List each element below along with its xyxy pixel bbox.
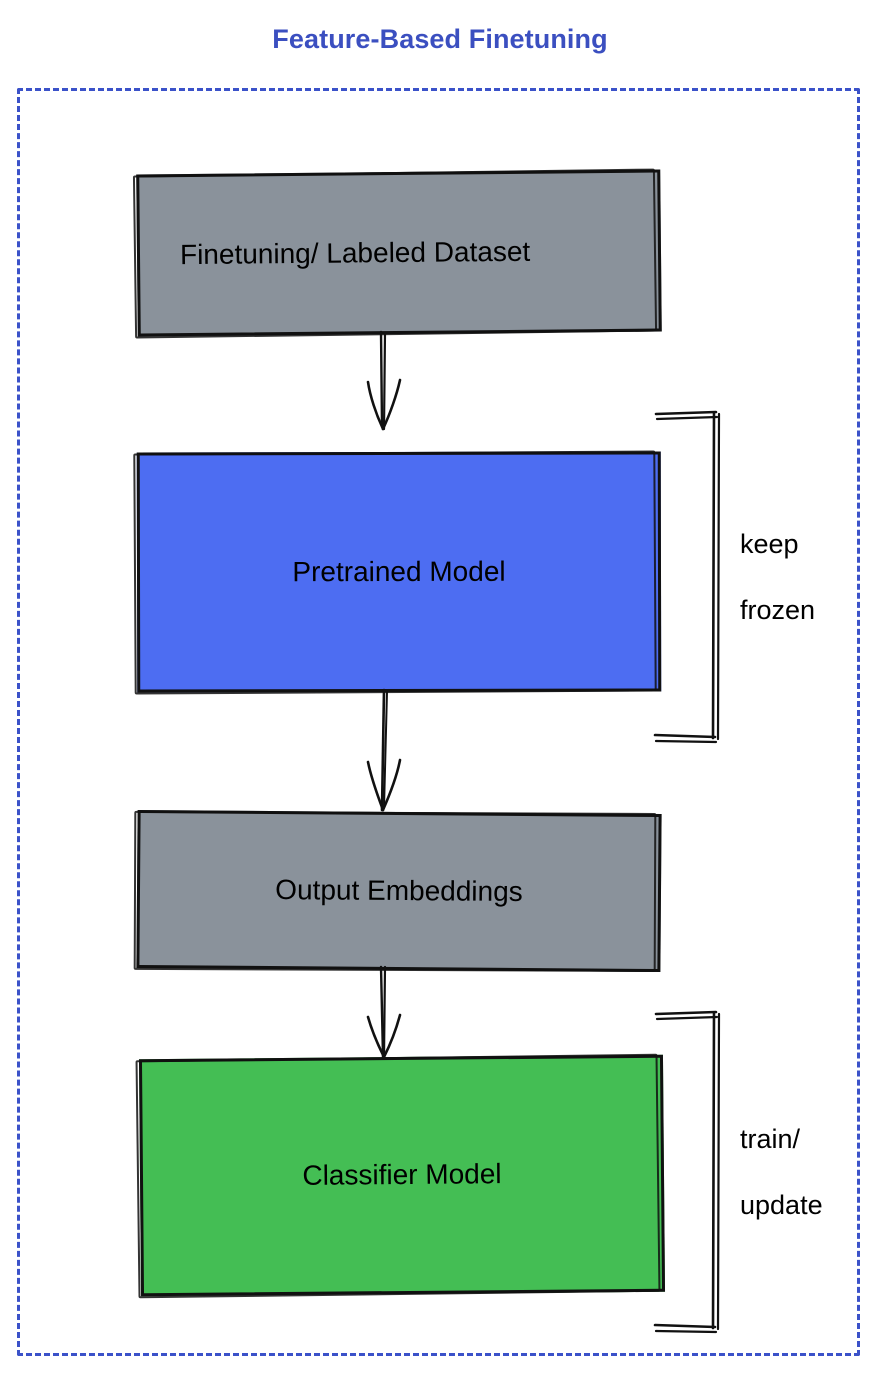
node-label-pretrained: Pretrained Model — [292, 555, 506, 587]
annotation-keep-frozen-line2: frozen — [740, 594, 816, 625]
annotation-keep-frozen: keep frozen — [740, 495, 815, 660]
annotation-train-update-line1: train/ — [740, 1123, 801, 1154]
group-frame-dashed — [17, 88, 860, 1356]
node-label-classifier: Classifier Model — [302, 1158, 502, 1191]
annotation-keep-frozen-line1: keep — [740, 528, 799, 559]
annotation-train-update: train/ update — [740, 1090, 823, 1255]
annotation-train-update-line2: update — [740, 1189, 823, 1220]
page-title: Feature-Based Finetuning — [272, 24, 608, 54]
node-output-embeddings[interactable]: Output Embeddings — [136, 809, 662, 973]
node-label-dataset: Finetuning/ Labeled Dataset — [179, 235, 531, 270]
node-pretrained-model[interactable]: Pretrained Model — [136, 451, 662, 693]
node-classifier-model[interactable]: Classifier Model — [138, 1054, 666, 1297]
node-finetuning-labeled-dataset[interactable]: Finetuning/ Labeled Dataset — [136, 169, 662, 337]
node-label-embeddings: Output Embeddings — [275, 873, 523, 907]
